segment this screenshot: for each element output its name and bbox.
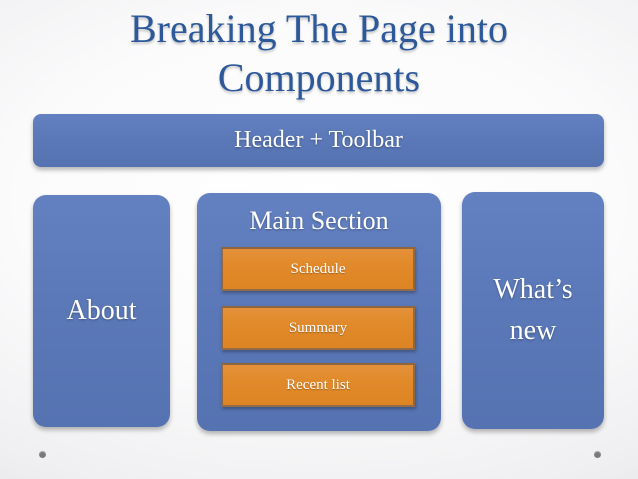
- header-toolbar-label: Header + Toolbar: [234, 127, 403, 153]
- footer-dot-left: [39, 451, 46, 458]
- summary-label: Summary: [288, 319, 348, 336]
- header-toolbar-box: Header + Toolbar: [33, 114, 604, 167]
- whats-new-box: What’s new: [462, 192, 604, 429]
- about-label: About: [66, 295, 137, 326]
- main-section-label: Main Section: [249, 206, 389, 235]
- schedule-box: Schedule: [221, 247, 415, 291]
- footer-dot-right: [594, 451, 601, 458]
- slide-title: Breaking The Page into Components: [0, 5, 638, 103]
- summary-box: Summary: [221, 306, 415, 350]
- slide-title-line-2: Components: [217, 54, 421, 100]
- whats-new-label: What’s new: [493, 273, 573, 346]
- schedule-label: Schedule: [290, 260, 346, 277]
- recent-list-label: Recent list: [286, 376, 350, 393]
- about-box: About: [33, 195, 170, 427]
- recent-list-box: Recent list: [221, 363, 415, 407]
- slide-title-line-1: Breaking The Page into: [129, 6, 509, 51]
- main-section-box: Main Section Schedule Summary Recent lis…: [197, 193, 441, 431]
